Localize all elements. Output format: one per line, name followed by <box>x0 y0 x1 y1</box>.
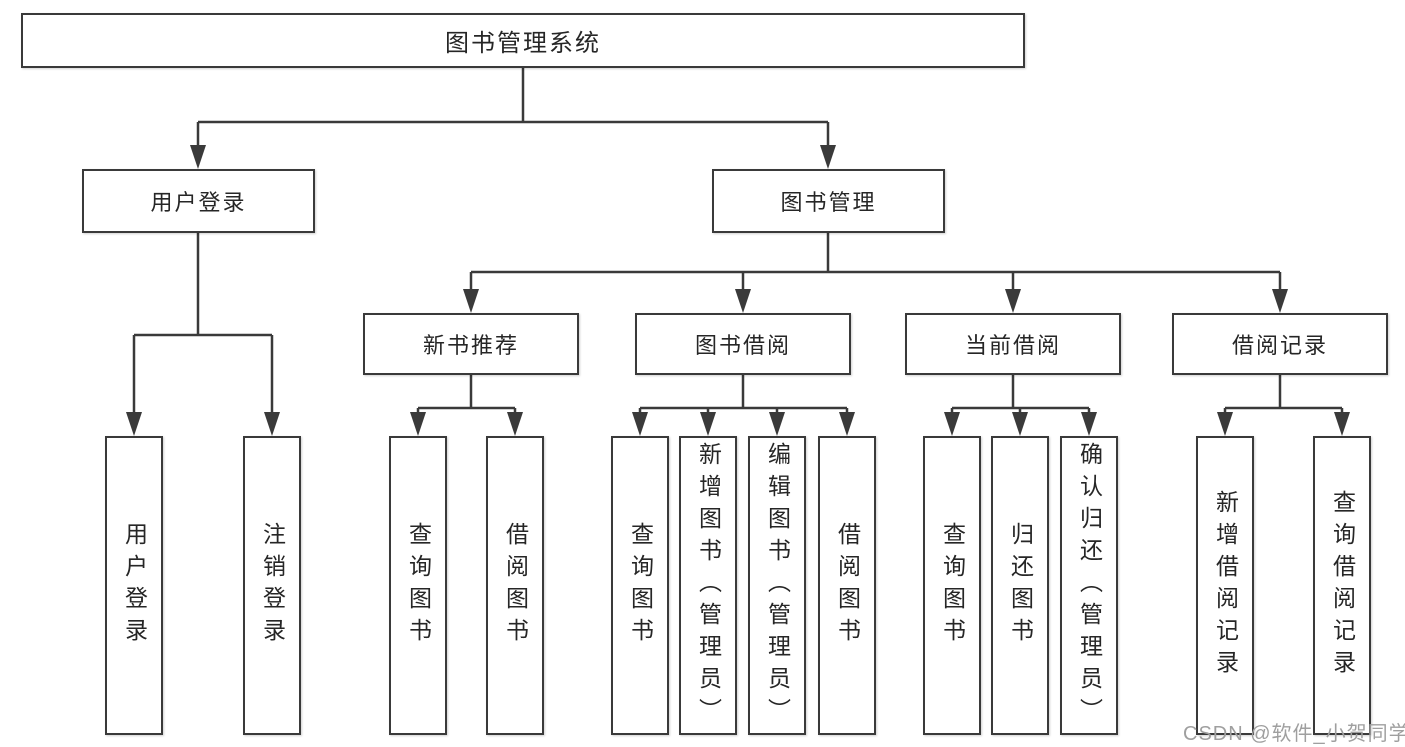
node-library-system: 图书管理系统 <box>21 13 1025 68</box>
leaf-user-login: 用户登录 <box>105 436 163 735</box>
node-current-borrowing: 当前借阅 <box>905 313 1121 375</box>
leaf-borrowing-query-books: 查询图书 <box>611 436 669 735</box>
leaf-newbook-query-books-label: 查询图书 <box>405 521 432 650</box>
leaf-current-query-books-label: 查询图书 <box>939 521 966 650</box>
leaf-logout-label: 注销登录 <box>259 521 286 650</box>
leaf-newbook-query-books: 查询图书 <box>389 436 447 735</box>
leaf-logout: 注销登录 <box>243 436 301 735</box>
node-current-borrowing-label: 当前借阅 <box>964 333 1061 358</box>
leaf-newbook-borrow-books: 借阅图书 <box>486 436 544 735</box>
csdn-watermark: CSDN @软件_小贺同学 <box>1183 723 1405 745</box>
node-book-management: 图书管理 <box>712 169 945 233</box>
leaf-borrowing-edit-books-admin: 编辑图书（管理员） <box>748 436 806 735</box>
leaf-records-add-record: 新增借阅记录 <box>1196 436 1254 735</box>
node-library-system-label: 图书管理系统 <box>445 30 601 57</box>
leaf-borrowing-borrow-books-label: 借阅图书 <box>834 521 861 650</box>
node-book-borrowing-label: 图书借阅 <box>694 333 791 358</box>
node-new-book-recommend-label: 新书推荐 <box>422 333 519 358</box>
leaf-current-confirm-return-admin-label: 确认归还（管理员） <box>1076 441 1103 730</box>
node-book-management-label: 图书管理 <box>780 190 877 215</box>
arrowheads <box>126 145 1350 436</box>
leaf-borrowing-add-books-admin: 新增图书（管理员） <box>679 436 737 735</box>
leaf-current-return-books-label: 归还图书 <box>1007 521 1034 650</box>
leaf-borrowing-edit-books-admin-label: 编辑图书（管理员） <box>764 441 791 730</box>
node-borrowing-records-label: 借阅记录 <box>1231 333 1328 358</box>
leaf-records-query-record-label: 查询借阅记录 <box>1329 489 1356 682</box>
leaf-records-add-record-label: 新增借阅记录 <box>1212 489 1239 682</box>
node-user-login-label: 用户登录 <box>150 190 247 215</box>
leaf-borrowing-add-books-admin-label: 新增图书（管理员） <box>695 441 722 730</box>
leaf-records-query-record: 查询借阅记录 <box>1313 436 1371 735</box>
leaf-borrowing-borrow-books: 借阅图书 <box>818 436 876 735</box>
leaf-borrowing-query-books-label: 查询图书 <box>627 521 654 650</box>
leaf-current-return-books: 归还图书 <box>991 436 1049 735</box>
leaf-newbook-borrow-books-label: 借阅图书 <box>502 521 529 650</box>
node-borrowing-records: 借阅记录 <box>1172 313 1388 375</box>
leaf-user-login-label: 用户登录 <box>121 521 148 650</box>
node-new-book-recommend: 新书推荐 <box>363 313 579 375</box>
node-user-login: 用户登录 <box>82 169 315 233</box>
leaf-current-query-books: 查询图书 <box>923 436 981 735</box>
leaf-current-confirm-return-admin: 确认归还（管理员） <box>1060 436 1118 735</box>
node-book-borrowing: 图书借阅 <box>635 313 851 375</box>
